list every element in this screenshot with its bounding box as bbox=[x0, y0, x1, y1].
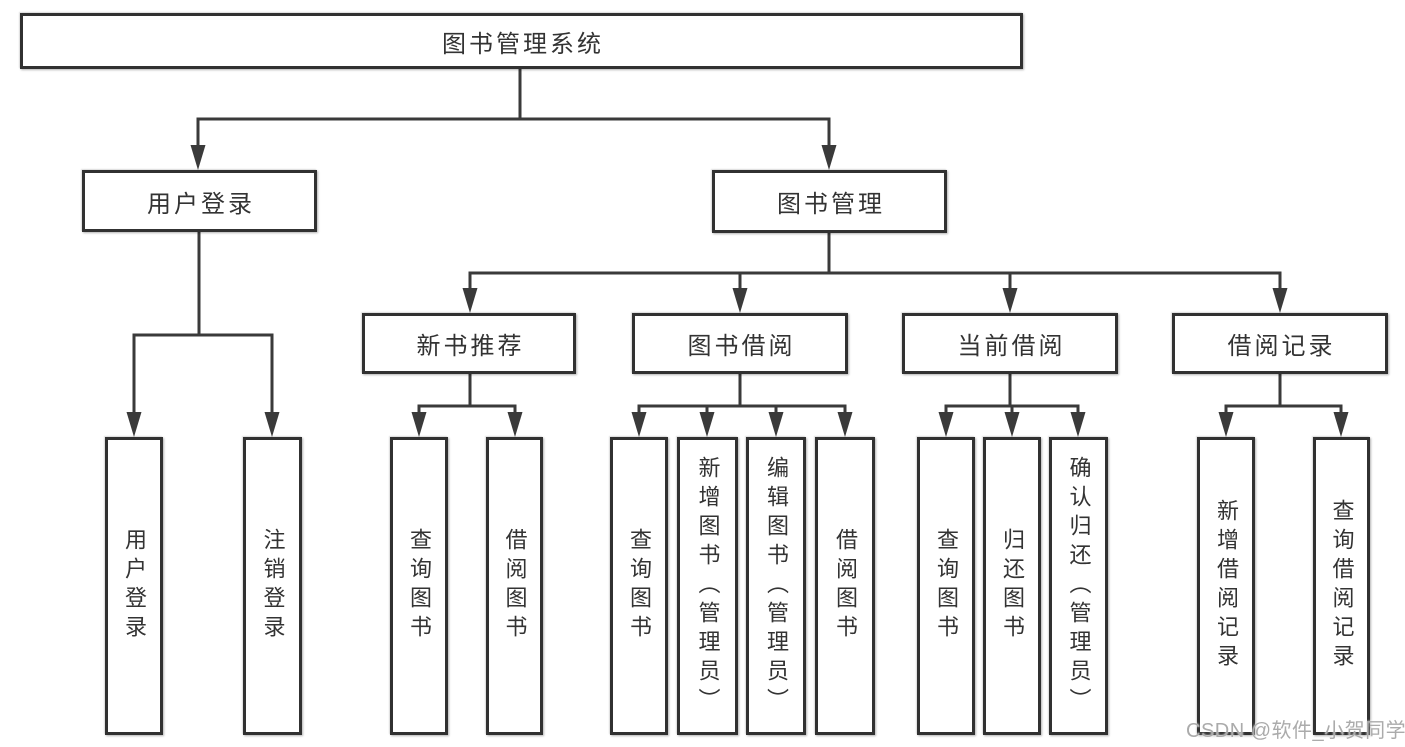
arrowhead-icon bbox=[1004, 412, 1020, 437]
node-nbr-query-books: 查询图书 bbox=[390, 437, 448, 735]
arrowhead-icon bbox=[938, 412, 954, 437]
node-label-cb-query-books: 查询图书 bbox=[934, 528, 959, 644]
node-br-add-record: 新增借阅记录 bbox=[1197, 437, 1255, 735]
node-label-nbr-borrow-books: 借阅图书 bbox=[502, 528, 528, 644]
arrowhead-icon bbox=[837, 412, 853, 437]
node-user-login: 用户登录 bbox=[82, 170, 317, 232]
arrowhead-icon bbox=[631, 412, 647, 437]
arrowhead-icon bbox=[462, 288, 478, 313]
connector-line bbox=[417, 374, 517, 419]
node-current-borrow: 当前借阅 bbox=[902, 313, 1118, 374]
connector-line bbox=[132, 232, 274, 419]
node-label-bb-borrow-books: 借阅图书 bbox=[833, 528, 858, 644]
node-root: 图书管理系统 bbox=[20, 13, 1023, 69]
node-label-book-borrow: 图书借阅 bbox=[687, 333, 796, 360]
node-bb-add-books: 新增图书（管理员） bbox=[677, 437, 738, 735]
arrowhead-icon bbox=[821, 145, 837, 170]
arrowhead-icon bbox=[732, 288, 748, 313]
arrowhead-icon bbox=[507, 412, 523, 437]
node-book-borrow: 图书借阅 bbox=[632, 313, 848, 374]
connector-line bbox=[1224, 374, 1343, 419]
node-label-br-add-record: 新增借阅记录 bbox=[1214, 499, 1239, 673]
node-label-new-book-rec: 新书推荐 bbox=[416, 333, 525, 360]
connector-book-borrow bbox=[631, 374, 853, 437]
node-label-login-action: 用户登录 bbox=[122, 528, 147, 644]
connector-user-login bbox=[126, 232, 280, 437]
connector-line bbox=[637, 374, 847, 419]
node-new-book-rec: 新书推荐 bbox=[362, 313, 576, 374]
node-cb-return-books: 归还图书 bbox=[983, 437, 1041, 735]
arrowhead-icon bbox=[768, 412, 784, 437]
arrowhead-icon bbox=[190, 145, 206, 170]
node-label-cb-confirm-return: 确认归还（管理员） bbox=[1066, 455, 1092, 717]
node-bb-query-books: 查询图书 bbox=[610, 437, 668, 735]
node-label-logout-action: 注销登录 bbox=[260, 528, 286, 644]
csdn-watermark: CSDN @软件_小贺同学 bbox=[1186, 720, 1405, 742]
arrowhead-icon bbox=[1272, 288, 1288, 313]
node-label-bb-edit-books: 编辑图书（管理员） bbox=[764, 455, 789, 717]
node-label-book-mgmt: 图书管理 bbox=[777, 191, 885, 218]
node-cb-confirm-return: 确认归还（管理员） bbox=[1049, 437, 1108, 735]
connector-line bbox=[196, 69, 831, 152]
node-bb-edit-books: 编辑图书（管理员） bbox=[746, 437, 806, 735]
node-label-nbr-query-books: 查询图书 bbox=[407, 528, 432, 644]
node-logout-action: 注销登录 bbox=[243, 437, 302, 735]
arrowhead-icon bbox=[1070, 412, 1086, 437]
arrowhead-icon bbox=[1333, 412, 1349, 437]
node-label-bb-query-books: 查询图书 bbox=[627, 528, 652, 644]
node-label-current-borrow: 当前借阅 bbox=[957, 333, 1066, 360]
node-cb-query-books: 查询图书 bbox=[917, 437, 975, 735]
arrowhead-icon bbox=[411, 412, 427, 437]
connector-current-borrow bbox=[938, 374, 1086, 437]
arrowhead-icon bbox=[699, 412, 715, 437]
arrowhead-icon bbox=[1218, 412, 1234, 437]
node-label-borrow-records: 借阅记录 bbox=[1227, 333, 1336, 360]
connector-root bbox=[190, 69, 837, 170]
node-label-root: 图书管理系统 bbox=[442, 30, 604, 58]
connector-line bbox=[468, 233, 1282, 295]
node-label-cb-return-books: 归还图书 bbox=[1000, 528, 1025, 644]
node-label-user-login: 用户登录 bbox=[147, 190, 255, 218]
node-label-br-query-record: 查询借阅记录 bbox=[1329, 499, 1355, 673]
arrowhead-icon bbox=[264, 412, 280, 437]
node-book-mgmt: 图书管理 bbox=[712, 170, 947, 233]
node-label-bb-add-books: 新增图书（管理员） bbox=[695, 455, 721, 717]
arrowhead-icon bbox=[126, 412, 142, 437]
connector-new-book-rec bbox=[411, 374, 523, 437]
node-borrow-records: 借阅记录 bbox=[1172, 313, 1388, 374]
node-bb-borrow-books: 借阅图书 bbox=[815, 437, 875, 735]
node-br-query-record: 查询借阅记录 bbox=[1313, 437, 1370, 735]
node-login-action: 用户登录 bbox=[105, 437, 163, 735]
node-nbr-borrow-books: 借阅图书 bbox=[486, 437, 543, 735]
arrowhead-icon bbox=[1002, 288, 1018, 313]
connector-book-mgmt bbox=[462, 233, 1288, 313]
connector-borrow-records bbox=[1218, 374, 1349, 437]
